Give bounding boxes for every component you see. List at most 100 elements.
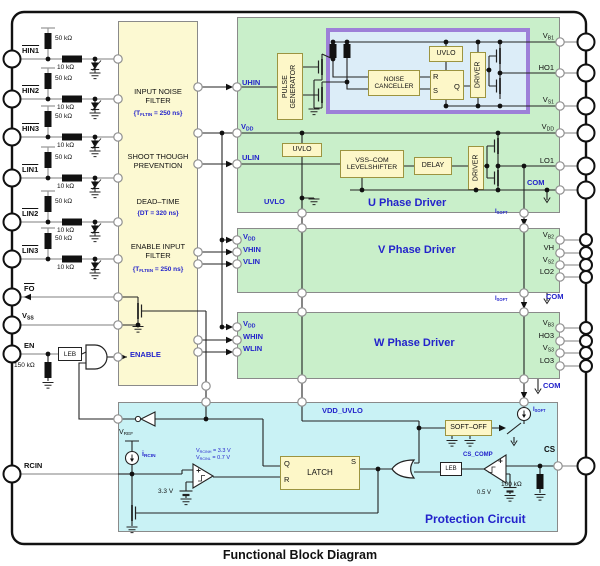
pin-com	[576, 180, 596, 200]
battery-symbols	[179, 486, 517, 497]
resistors	[44, 33, 544, 489]
ho1-low-mosfet	[488, 72, 501, 100]
r50k-3: 50 kΩ	[55, 113, 73, 120]
isoft-prot-label: ISOFT	[533, 407, 546, 414]
enable-signal-label: ENABLE	[130, 350, 161, 359]
batt-05v-label: 0.5 V	[477, 490, 492, 496]
w-phase-driver-block	[237, 312, 560, 379]
enable-and-gate	[85, 344, 108, 370]
pin-label-vb2: VB2	[542, 230, 554, 241]
pin-label-rcin: RCIN	[24, 461, 43, 470]
shoot-through-label: SHOOT THOUGH PREVENTION	[127, 152, 189, 170]
ircin-label: iRCIN	[142, 451, 156, 460]
rcin-comparator	[192, 463, 215, 489]
latch-r-label: R	[284, 475, 290, 484]
pin-en	[2, 344, 22, 364]
pin-label-vdd: VDD	[541, 122, 554, 133]
pin-lo3	[579, 359, 593, 373]
uhin-label: UHIN	[242, 78, 261, 87]
pin-label-ho1: HO1	[538, 63, 554, 72]
r100k: 100 kΩ	[501, 481, 522, 488]
zener-lin1	[90, 178, 102, 198]
rs-latch-box	[430, 70, 464, 100]
pin-label-lo3: LO3	[539, 356, 554, 365]
junction-dots	[45, 39, 550, 477]
lo1-high-mosfet	[486, 132, 499, 160]
pin-label-ho3: HO3	[538, 331, 554, 340]
wlin-label: WLIN	[243, 344, 263, 353]
protection-title: Protection Circuit	[425, 512, 526, 526]
package-pins	[2, 32, 596, 484]
pin-rcin	[2, 464, 22, 484]
pin-vb1	[576, 32, 596, 52]
zener-hin1	[90, 59, 102, 79]
vref-label: VREF	[119, 429, 134, 438]
r10k-2: 10 kΩ	[57, 104, 75, 111]
block-ports	[113, 37, 565, 471]
pin-vss	[2, 315, 22, 335]
vhin-label: VHIN	[243, 245, 261, 254]
latch-q-out: Q	[454, 82, 460, 91]
r10k-4: 10 kΩ	[57, 183, 75, 190]
input-noise-filter-param: {TFLTIN = 250 ns}	[133, 110, 183, 118]
pin-lin1	[2, 168, 22, 188]
latch-box: LATCH	[280, 456, 360, 490]
pin-label-fo: FO	[24, 284, 35, 293]
pin-label-vs3: VS3	[542, 343, 554, 354]
soft-off-box: SOFT–OFF	[445, 420, 492, 436]
r50k-5: 50 kΩ	[55, 198, 73, 205]
lo1-low-mosfet	[486, 164, 499, 192]
leb-enable-box: LEB	[58, 347, 82, 361]
isoft-vw-label: ISOFT	[495, 296, 508, 303]
pin-label-vs1: VS1	[542, 95, 554, 106]
ho1-high-mosfet	[488, 42, 501, 70]
r10k-5: 10 kΩ	[57, 227, 75, 234]
pin-label-vs2: VS2	[542, 255, 554, 266]
pulse-generator-box: PULSE GENERATOR	[277, 53, 303, 120]
pin-lo2	[579, 270, 593, 284]
v-phase-driver-block	[237, 228, 560, 293]
vdd-u-label: VDD	[241, 122, 254, 133]
vdd-v-label: VDD	[243, 232, 256, 243]
pin-ho1	[576, 63, 596, 83]
com-vw-label: COM	[546, 292, 564, 301]
delay-box: DELAY	[414, 157, 452, 175]
zener-lin3	[90, 259, 102, 279]
pin-lin2	[2, 212, 22, 232]
driver-high-box: DRIVER	[470, 52, 486, 98]
isoft-uv-label: ISOFT	[495, 209, 508, 216]
r10k-3: 10 kΩ	[57, 142, 75, 149]
vlin-label: VLIN	[243, 257, 261, 266]
v-phase-title: V Phase Driver	[378, 244, 456, 256]
vdd-w-label: VDD	[243, 319, 256, 330]
r50k-1: 50 kΩ	[55, 35, 73, 42]
pin-label-hin1: HIN1	[22, 46, 40, 55]
latch-s-in: S	[433, 86, 439, 95]
leb-cs-box: LEB	[440, 462, 462, 476]
zener-hin3	[90, 137, 102, 157]
fault-or-gate	[391, 459, 416, 479]
ulin-label: ULIN	[242, 153, 260, 162]
levelshift-mosfet-1	[310, 53, 323, 81]
pin-vs1	[576, 96, 596, 116]
levelshifter-box: VSS–COM LEVELSHIFTER	[340, 150, 404, 178]
pin-label-lin1: LIN1	[22, 165, 39, 174]
pin-ho3	[579, 334, 593, 348]
r150k: 150 kΩ	[14, 362, 35, 369]
ircin-current-source	[124, 450, 140, 466]
zener-lin2	[90, 222, 102, 242]
pin-hin2	[2, 89, 22, 109]
pin-label-lin3: LIN3	[22, 246, 39, 255]
pin-label-lo1: LO1	[539, 156, 554, 165]
noise-canceller-box: NOISE CANCELLER	[368, 70, 420, 96]
rcin-discharge-mosfet	[131, 499, 144, 527]
pin-label-vss: VSS	[22, 311, 34, 322]
fault-inverter	[134, 411, 156, 427]
pin-hin1	[2, 49, 22, 69]
zener-hin2	[90, 99, 102, 119]
enable-input-filter-label: ENABLE INPUT FILTER	[130, 242, 186, 260]
latch-q-label: Q	[284, 459, 290, 468]
uvlo-high-box: UVLO	[429, 46, 463, 62]
